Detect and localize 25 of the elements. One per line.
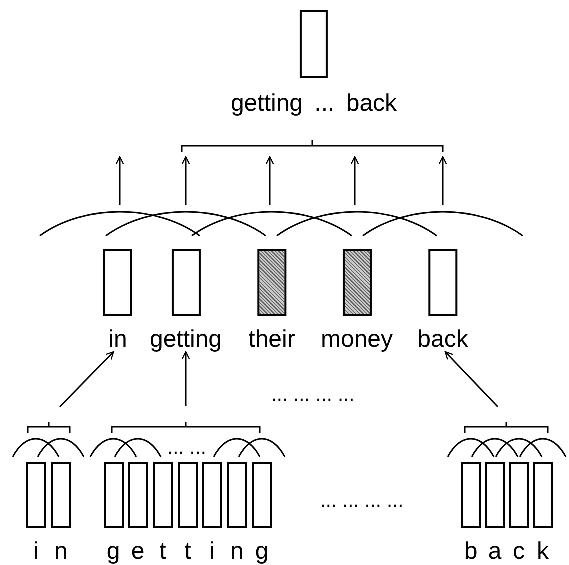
ellipsis-text: ... ... [168, 438, 206, 458]
word-label: their [248, 328, 296, 352]
word-label: money [320, 328, 394, 352]
character-label: g [255, 540, 269, 564]
character-label: b [464, 540, 478, 564]
character-label: n [230, 540, 244, 564]
arrow [59, 351, 114, 408]
character-label: g [106, 540, 120, 564]
ellipsis-text: ... ... ... ... [320, 491, 404, 511]
character-label: t [184, 540, 192, 564]
character-label: n [54, 540, 68, 564]
arrow [182, 351, 190, 406]
character-label: e [131, 540, 145, 564]
word-label: getting [150, 328, 222, 352]
character-label: k [537, 540, 549, 564]
ellipsis-text: ... ... ... ... [271, 385, 355, 405]
word-label: in [108, 328, 128, 352]
character-label: i [33, 540, 39, 564]
arrow [444, 351, 499, 408]
character-label: c [513, 540, 525, 564]
word-label: back [418, 328, 468, 352]
character-label: a [488, 540, 502, 564]
word-label: getting ... back [230, 92, 398, 116]
character-label: i [209, 540, 215, 564]
character-label: t [160, 540, 166, 564]
